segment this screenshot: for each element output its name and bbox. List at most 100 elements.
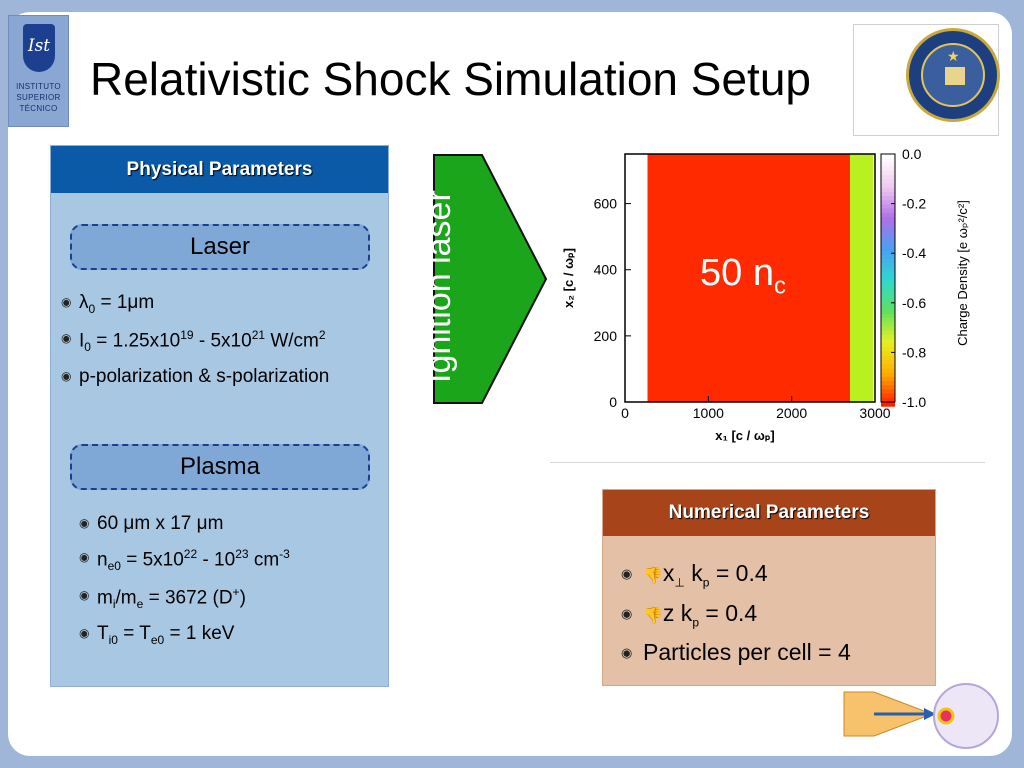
heatmap-region <box>625 154 648 402</box>
divider <box>550 462 985 463</box>
plot-frame <box>624 153 876 403</box>
colorbar-segment <box>881 385 895 390</box>
list-item: Particles per cell = 4 <box>621 639 851 666</box>
colorbar-segment <box>881 313 895 319</box>
colorbar-segment <box>881 158 895 163</box>
slide-title: Relativistic Shock Simulation Setup <box>90 53 811 105</box>
colorbar-label: Charge Density [e ωₚ²/c²] <box>955 200 970 346</box>
colorbar-segment <box>881 246 895 252</box>
physical-parameters-panel: Physical Parameters Laser λ0 = 1μm I0 = … <box>50 145 389 687</box>
colorbar-segment <box>881 154 895 159</box>
colorbar-segment <box>881 200 895 205</box>
y-axis-label: x₂ [c / ωₚ] <box>561 248 576 308</box>
colorbar-segment <box>881 217 895 222</box>
laser-target-decoration <box>843 683 999 749</box>
colorbar-segment <box>881 242 895 248</box>
numerical-list: 👎x⊥ kp = 0.4 👎z kp = 0.4 Particles per c… <box>621 560 851 676</box>
colorbar-segment <box>881 284 895 290</box>
colorbar-segment <box>881 263 895 269</box>
colorbar-segment <box>881 196 895 201</box>
ist-logo: Ist INSTITUTO SUPERIOR TÉCNICO <box>8 15 69 127</box>
colorbar-segment <box>881 376 895 382</box>
ignition-laser-arrow <box>433 154 548 404</box>
colorbar-segment <box>881 364 895 369</box>
colorbar-tick-label: -1.0 <box>902 394 926 410</box>
x-tick-label: 1000 <box>693 405 724 421</box>
colorbar-segment <box>881 301 895 306</box>
colorbar-segment <box>881 267 895 273</box>
colorbar-segment <box>881 254 895 260</box>
book-icon <box>945 67 965 85</box>
y-tick-label: 400 <box>594 262 618 278</box>
colorbar-segment <box>881 330 895 336</box>
seal-inner: ★ <box>921 43 985 107</box>
numerical-parameters-panel: Numerical Parameters 👎x⊥ kp = 0.4 👎z kp … <box>602 489 936 686</box>
ist-shield-icon: Ist <box>23 24 55 72</box>
delta-icon: 👎 <box>643 568 663 585</box>
colorbar-segment <box>881 259 895 264</box>
logo-text-line: TÉCNICO <box>19 104 58 113</box>
logo-text-line: SUPERIOR <box>16 93 61 102</box>
colorbar-segment <box>881 347 895 353</box>
colorbar-segment <box>881 372 895 378</box>
ucla-seal-icon: ★ <box>906 28 1000 122</box>
list-item: 👎x⊥ kp = 0.4 <box>621 560 851 590</box>
colorbar-frame <box>880 153 896 403</box>
colorbar-segment <box>881 326 895 332</box>
colorbar-segment <box>881 221 895 226</box>
plasma-pill: Plasma <box>70 444 370 490</box>
colorbar-segment <box>881 305 895 311</box>
colorbar-segment <box>881 238 895 243</box>
logo-text-line: INSTITUTO <box>16 82 61 91</box>
colorbar-segment <box>881 208 895 214</box>
colorbar-segment <box>881 402 895 407</box>
colorbar-tick-label: -0.4 <box>902 245 926 261</box>
colorbar-segment <box>881 162 895 168</box>
list-item: Ti0 = Te0 = 1 keV <box>79 623 290 647</box>
laser-pill: Laser <box>70 224 370 270</box>
colorbar-segment <box>881 393 895 399</box>
colorbar-segment <box>881 166 895 172</box>
list-item: p-polarization & s-polarization <box>61 366 329 388</box>
colorbar-segment <box>881 288 895 294</box>
colorbar-segment <box>881 292 895 298</box>
burst-icon <box>937 707 955 725</box>
colorbar-segment <box>881 351 895 357</box>
colorbar-segment <box>881 170 895 176</box>
y-tick-label: 0 <box>609 394 617 410</box>
colorbar-segment <box>881 179 895 184</box>
colorbar-segment <box>881 183 895 189</box>
list-item: 60 μm x 17 μm <box>79 513 290 535</box>
ignition-laser-label: Ignition laser <box>420 190 458 383</box>
colorbar-segment <box>881 204 895 210</box>
colorbar-segment <box>881 355 895 361</box>
colorbar-segment <box>881 334 895 340</box>
y-tick-label: 600 <box>594 196 618 212</box>
colorbar-segment <box>881 397 895 403</box>
colorbar-segment <box>881 317 895 323</box>
physical-parameters-heading: Physical Parameters <box>51 146 388 193</box>
numerical-parameters-heading: Numerical Parameters <box>603 490 935 536</box>
plasma-list: 60 μm x 17 μm ne0 = 5x1022 - 1023 cm-3 m… <box>79 513 290 659</box>
colorbar-segment <box>881 296 895 302</box>
list-item: 👎z kp = 0.4 <box>621 600 851 630</box>
colorbar-segment <box>881 322 895 327</box>
colorbar-segment <box>881 187 895 193</box>
delta-icon: 👎 <box>643 607 663 625</box>
colorbar-segment <box>881 225 895 231</box>
colorbar-segment <box>881 250 895 256</box>
heatmap-region <box>873 154 875 402</box>
colorbar-segment <box>881 175 895 180</box>
colorbar-segment <box>881 275 895 281</box>
list-item: ne0 = 5x1022 - 1023 cm-3 <box>79 547 290 573</box>
x-tick-label: 3000 <box>859 405 890 421</box>
colorbar-segment <box>881 368 895 374</box>
colorbar-segment <box>881 271 895 277</box>
colorbar-segment <box>881 380 895 386</box>
x-axis-label: x₁ [c / ωₚ] <box>715 428 775 443</box>
colorbar-tick-label: 0.0 <box>902 148 922 162</box>
target-sphere-icon <box>933 683 999 749</box>
colorbar-tick-label: -0.6 <box>902 295 926 311</box>
star-icon: ★ <box>947 48 960 64</box>
